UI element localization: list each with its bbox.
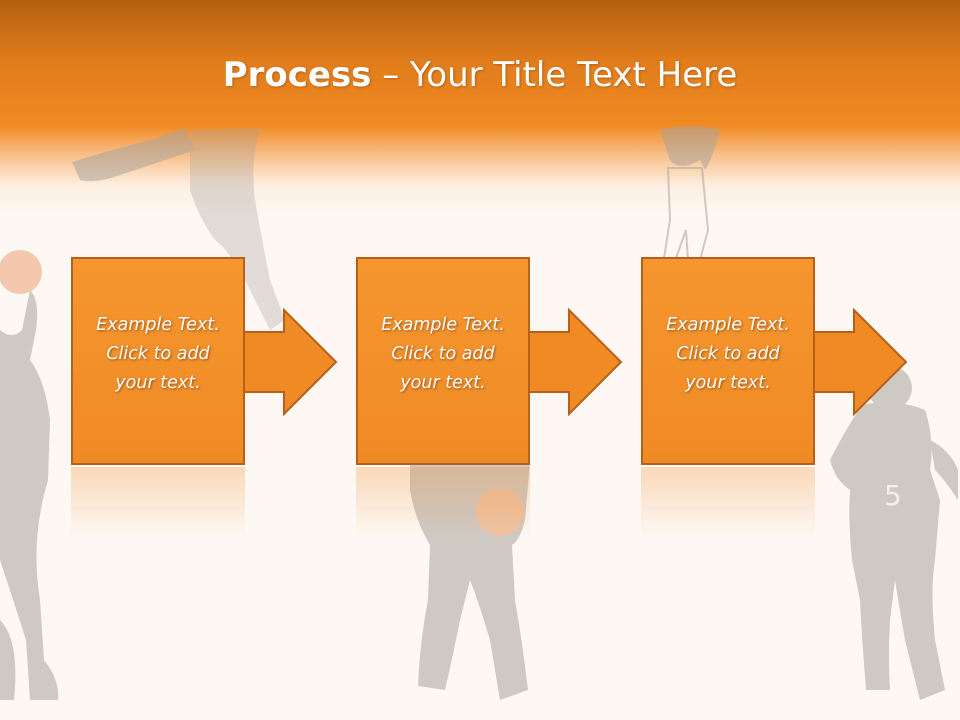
process-step-1[interactable]: Example Text. Click to add your text. bbox=[71, 257, 245, 465]
title-rest: – Your Title Text Here bbox=[371, 55, 738, 95]
step-2-line-1: Example Text. bbox=[381, 315, 505, 335]
step-3-reflection bbox=[641, 467, 815, 537]
step-2-reflection bbox=[356, 467, 530, 537]
step-3-line-1: Example Text. bbox=[666, 315, 790, 335]
svg-text:5: 5 bbox=[884, 479, 902, 512]
step-3-line-3: your text. bbox=[685, 373, 771, 393]
player-top-left-silhouette bbox=[72, 128, 285, 330]
process-step-3[interactable]: Example Text. Click to add your text. bbox=[641, 257, 815, 465]
arrow-right-icon bbox=[233, 307, 338, 417]
step-1-text: Example Text. Click to add your text. bbox=[73, 311, 243, 398]
arrow-right-icon bbox=[518, 307, 623, 417]
step-2-text: Example Text. Click to add your text. bbox=[358, 311, 528, 398]
player-top-right-silhouette bbox=[660, 126, 720, 261]
step-1-reflection bbox=[71, 467, 245, 537]
player-left-silhouette bbox=[0, 250, 59, 700]
slide-title[interactable]: Process – Your Title Text Here bbox=[0, 52, 960, 98]
arrow-right-icon bbox=[803, 307, 908, 417]
step-3-line-2: Click to add bbox=[676, 344, 780, 364]
step-1-line-1: Example Text. bbox=[96, 315, 220, 335]
step-2-line-2: Click to add bbox=[391, 344, 495, 364]
player-center-silhouette bbox=[410, 462, 530, 700]
process-step-2[interactable]: Example Text. Click to add your text. bbox=[356, 257, 530, 465]
title-bold: Process bbox=[222, 55, 372, 95]
step-1-line-2: Click to add bbox=[106, 344, 210, 364]
step-3-text: Example Text. Click to add your text. bbox=[643, 311, 813, 398]
player-right-silhouette: 5 bbox=[830, 366, 958, 700]
step-2-line-3: your text. bbox=[400, 373, 486, 393]
step-1-line-3: your text. bbox=[115, 373, 201, 393]
